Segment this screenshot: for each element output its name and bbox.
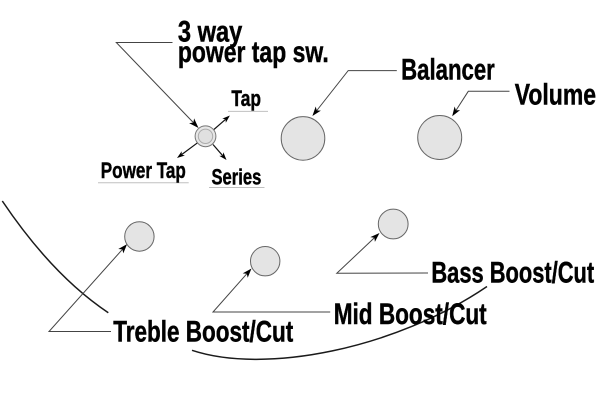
svg-text:Series: Series [212,164,262,189]
svg-text:Power Tap: Power Tap [101,158,186,183]
svg-text:Bass Boost/Cut: Bass Boost/Cut [431,257,594,290]
svg-text:power tap sw.: power tap sw. [178,36,329,69]
svg-text:Tap: Tap [231,86,261,111]
svg-text:Volume: Volume [515,78,596,111]
svg-text:Balancer: Balancer [401,54,495,87]
svg-text:3 way: 3 way [178,16,243,49]
svg-text:Mid Boost/Cut: Mid Boost/Cut [334,298,487,331]
svg-text:Treble Boost/Cut: Treble Boost/Cut [113,316,293,349]
